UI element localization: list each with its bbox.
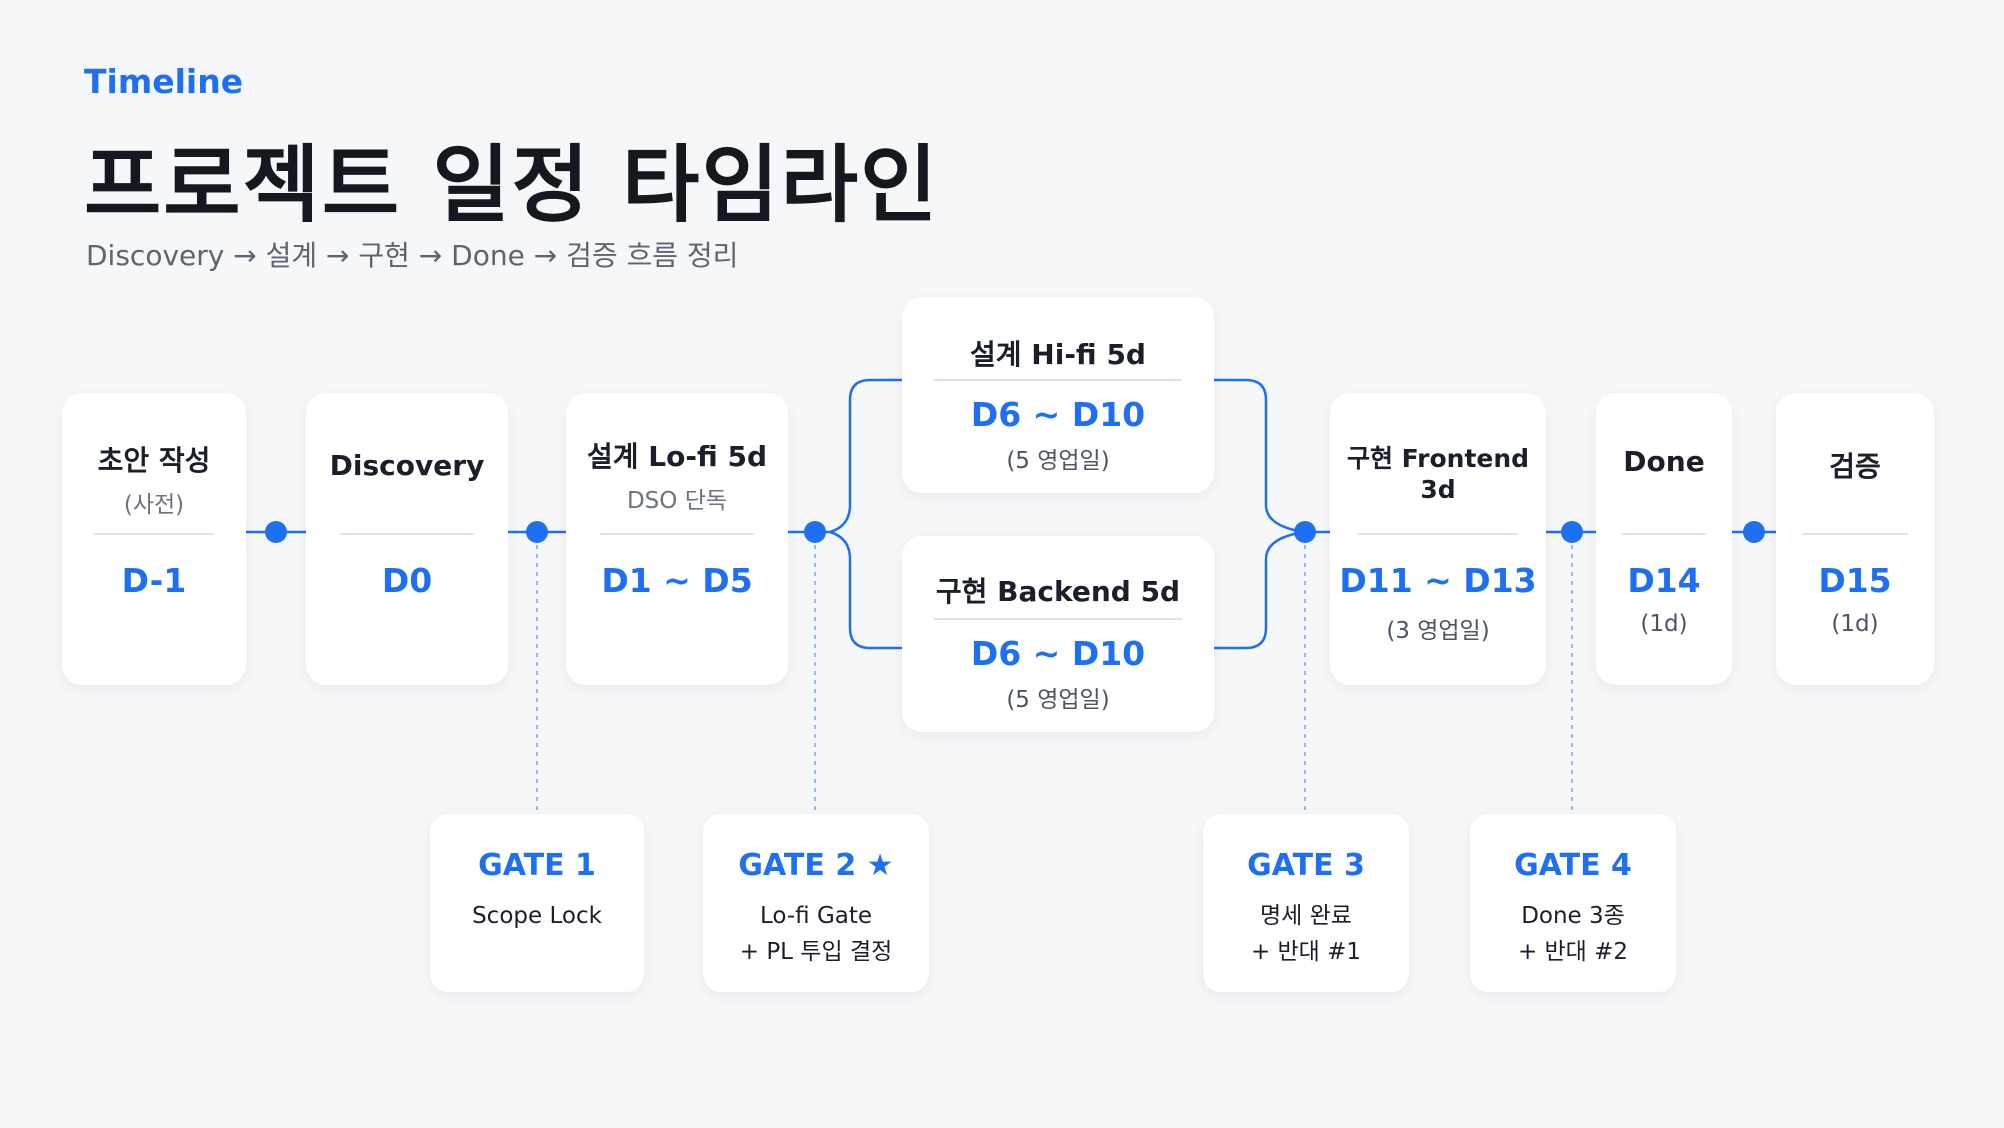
milestone-dot-1 xyxy=(265,521,287,543)
gate-card-3: GATE 3 명세 완료 + 반대 #1 xyxy=(1203,814,1409,992)
gate-title: GATE 3 xyxy=(1247,848,1365,883)
milestone-dot-4 xyxy=(1294,521,1316,543)
gate-title: GATE 1 xyxy=(478,848,596,883)
milestone-dot-2 xyxy=(526,521,548,543)
phase-duration: (5 영업일) xyxy=(1006,448,1110,474)
phase-divider xyxy=(934,618,1182,620)
gate-card-2: GATE 2 ★ Lo-fi Gate + PL 투입 결정 xyxy=(703,814,929,992)
gate-title: GATE 2 ★ xyxy=(738,848,894,883)
gate-description: Lo-fi Gate + PL 투입 결정 xyxy=(703,898,929,970)
phase-date: D1 ~ D5 xyxy=(601,561,753,600)
phase-subtitle: (사전) xyxy=(123,492,185,518)
phase-title: 초안 작성 xyxy=(97,444,211,477)
phase-duration: (1d) xyxy=(1831,611,1879,637)
phase-card-backend: 구현 Backend 5d D6 ~ D10 (5 영업일) xyxy=(902,536,1214,732)
branch-upper-out xyxy=(1214,378,1305,534)
phase-title: 구현 Backend 5d xyxy=(935,575,1181,608)
phase-title: 설계 Hi-fi 5d xyxy=(970,338,1146,371)
phase-duration: (5 영업일) xyxy=(1006,687,1110,713)
phase-date: D-1 xyxy=(121,561,187,600)
phase-card-done: Done D14 (1d) xyxy=(1596,393,1732,685)
phase-title: Discovery xyxy=(329,449,485,482)
gate-card-1: GATE 1 Scope Lock xyxy=(430,814,644,992)
milestone-dot-3 xyxy=(804,521,826,543)
gate-description: Done 3종 + 반대 #2 xyxy=(1470,898,1676,970)
phase-card-design-lofi: 설계 Lo-fi 5d DSO 단독 D1 ~ D5 xyxy=(566,393,788,685)
branch-upper-in xyxy=(829,378,902,534)
gate-title: GATE 4 xyxy=(1514,848,1632,883)
phase-divider xyxy=(1358,533,1518,535)
phase-duration: (3 영업일) xyxy=(1386,618,1490,644)
phase-title: 설계 Lo-fi 5d xyxy=(587,440,767,473)
phase-card-verify: 검증 D15 (1d) xyxy=(1776,393,1934,685)
gate-card-4: GATE 4 Done 3종 + 반대 #2 xyxy=(1470,814,1676,992)
phase-card-design-hifi: 설계 Hi-fi 5d D6 ~ D10 (5 영업일) xyxy=(902,297,1214,493)
gate-description: 명세 완료 + 반대 #1 xyxy=(1203,898,1409,970)
gate-line-2: + 반대 #2 xyxy=(1517,939,1629,965)
branch-lower-in xyxy=(829,530,902,650)
phase-title: 검증 xyxy=(1829,450,1881,483)
branch-lower-out xyxy=(1214,530,1305,650)
phase-card-discovery: Discovery D0 xyxy=(306,393,508,685)
phase-divider xyxy=(600,533,754,535)
gate-description: Scope Lock xyxy=(430,898,644,934)
phase-date: D0 xyxy=(381,561,433,600)
page-title: 프로젝트 일정 타임라인 xyxy=(84,136,940,234)
phase-date: D11 ~ D13 xyxy=(1339,561,1537,600)
phase-date: D6 ~ D10 xyxy=(970,395,1146,434)
gate-line-1: Done 3종 xyxy=(1521,903,1625,929)
gate-line-2: + PL 투입 결정 xyxy=(739,939,893,965)
page-subtitle: Discovery → 설계 → 구현 → Done → 검증 흐름 정리 xyxy=(86,239,739,272)
phase-divider xyxy=(1622,533,1706,535)
phase-card-frontend: 구현 Frontend 3d D11 ~ D13 (3 영업일) xyxy=(1330,393,1546,685)
phase-date: D15 xyxy=(1818,561,1892,600)
milestone-dot-6 xyxy=(1743,521,1765,543)
phase-divider xyxy=(340,533,474,535)
gate-line-2: + 반대 #1 xyxy=(1250,939,1362,965)
phase-date: D14 xyxy=(1627,561,1701,600)
phase-subtitle: DSO 단독 xyxy=(626,488,728,514)
phase-title: Done xyxy=(1623,445,1705,478)
eyebrow-label: Timeline xyxy=(84,62,244,101)
gate-line-1: Scope Lock xyxy=(472,903,602,929)
phase-date: D6 ~ D10 xyxy=(970,634,1146,673)
gate-line-1: Lo-fi Gate xyxy=(759,903,873,929)
phase-divider xyxy=(1802,533,1908,535)
phase-card-draft: 초안 작성 (사전) D-1 xyxy=(62,393,246,685)
gate-line-1: 명세 완료 xyxy=(1260,903,1352,929)
milestone-dot-5 xyxy=(1561,521,1583,543)
phase-title: 구현 Frontend 3d xyxy=(1346,444,1530,504)
phase-duration: (1d) xyxy=(1640,611,1688,637)
phase-divider xyxy=(94,533,214,535)
phase-divider xyxy=(934,379,1182,381)
